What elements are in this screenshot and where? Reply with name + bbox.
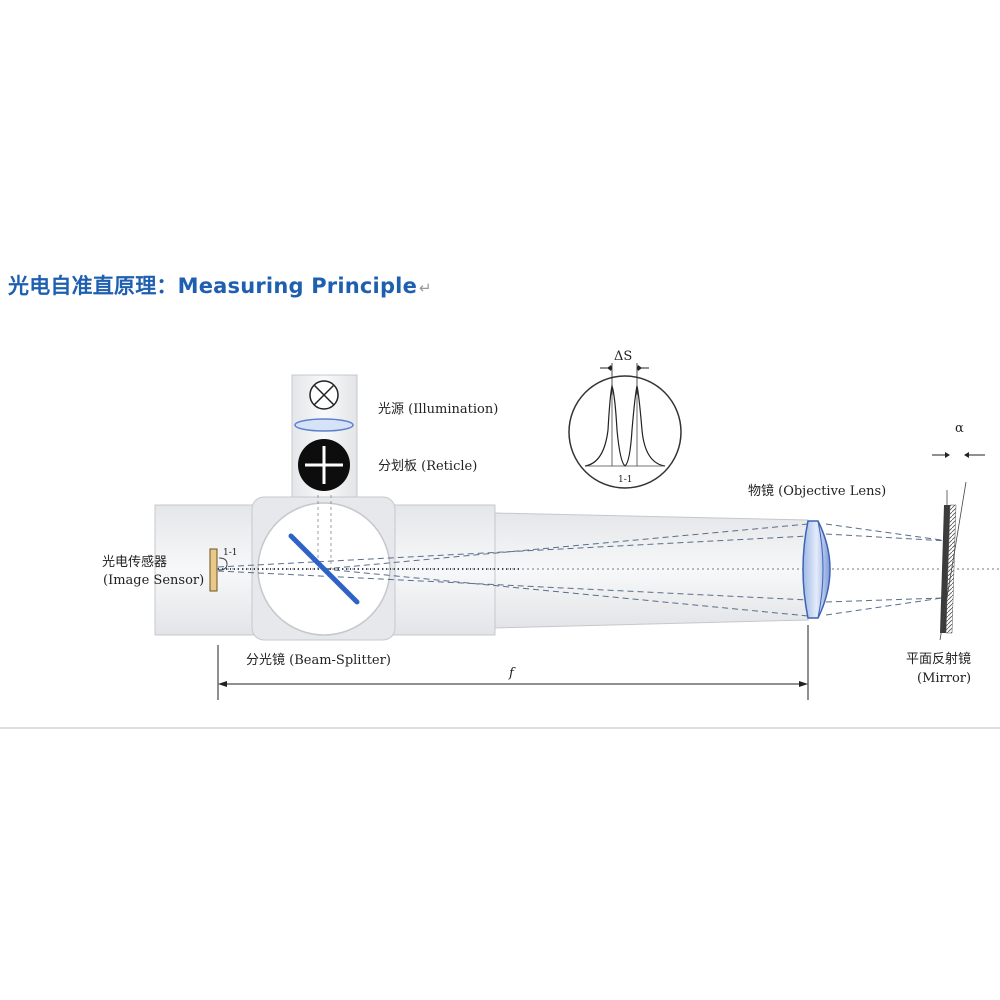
focal-length-dimension [217,625,809,700]
return-mark: ↵ [419,279,432,297]
alpha-angle-marker [932,452,985,458]
objective-lens-label: 物镜 (Objective Lens) [748,484,886,499]
mirror-tilt [939,481,967,641]
reticle-label: 分划板 (Reticle) [378,459,477,474]
title-text: 光电自准直原理：Measuring Principle [8,274,418,298]
beam-return-upper [217,535,809,568]
beam-splitter-plate [288,533,360,605]
objective-lens-edge [817,520,824,619]
inset-mark: 1-1 [618,475,633,485]
sensor-signal [218,557,228,571]
beam-from-mirror-upper [825,533,949,542]
plane-mirror [939,481,967,641]
beam-lower-out [323,568,809,617]
image-sensor [209,548,218,592]
beam-to-mirror-upper [825,523,949,542]
beam-return-lower [217,570,809,601]
beam-from-mirror-lower [825,597,943,603]
lamp-cross-icon [309,380,339,410]
objective-lens [802,520,831,619]
beam-paths [212,495,1000,617]
beam-splitter-label: 分光镜 (Beam-Splitter) [246,653,391,668]
focal-length-label: f [508,666,516,681]
beam-upper-out [323,523,809,570]
beam-to-mirror-lower [825,597,943,616]
image-sensor-label-en: (Image Sensor) [103,573,204,588]
condenser-lens [294,418,354,432]
alpha-label: α [955,421,964,436]
illumination-label: 光源 (Illumination) [378,402,498,417]
inset-detail: 1-1 [568,363,682,489]
page-title: 光电自准直原理：Measuring Principle↵ [8,270,432,300]
mirror-label-en: (Mirror) [917,671,971,686]
delta-s-label: ΔS [614,349,632,364]
sensor-mark: 1-1 [223,548,238,558]
image-sensor-label-cn: 光电传感器 [102,554,167,570]
mirror-label-cn: 平面反射镜 [906,651,971,667]
reticle-crosshair-icon [298,439,350,491]
telescope-tube [494,512,809,629]
